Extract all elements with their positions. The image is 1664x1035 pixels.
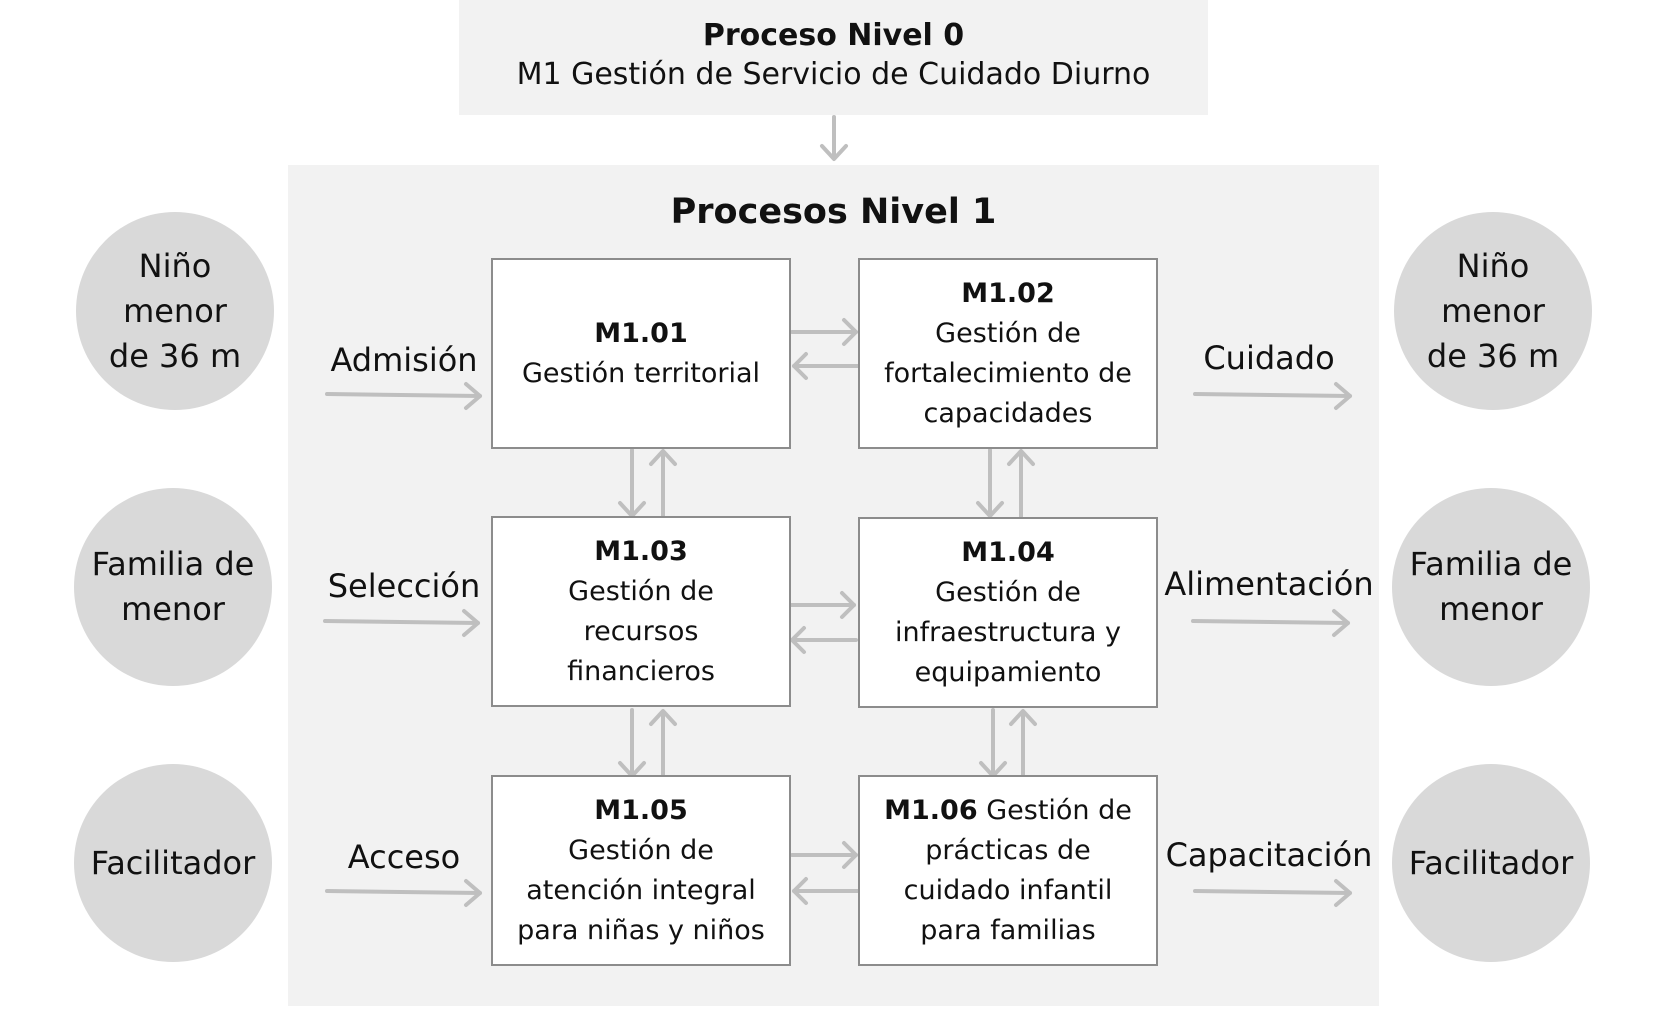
process-code: M1.04 (961, 536, 1055, 568)
process-box-m1-06: M1.06 Gestión de prácticas de cuidado in… (858, 775, 1158, 966)
arrow-m102-to-m104 (976, 448, 1004, 518)
input-actor-familia: Familia de menor (74, 488, 272, 686)
arrow-m101-to-m103 (618, 448, 646, 518)
input-flow-acceso: Acceso (347, 838, 461, 876)
level0-process-box: Proceso Nivel 0 M1 Gestión de Servicio d… (459, 0, 1208, 115)
arrow-input-acceso (325, 879, 482, 907)
process-code: M1.01 (594, 317, 688, 349)
input-actor-nino: Niño menor de 36 m (76, 212, 274, 410)
process-box-m1-01: M1.01 Gestión territorial (491, 258, 791, 449)
output-actor-facilitador: Facilitador (1392, 764, 1590, 962)
arrow-m106-to-m104 (1009, 709, 1037, 779)
level0-subtitle: M1 Gestión de Servicio de Cuidado Diurno (516, 57, 1151, 92)
process-name: Gestión de infraestructura y equipamient… (895, 576, 1121, 688)
arrow-m102-to-m101 (792, 352, 860, 380)
process-box-m1-03: M1.03 Gestión de recursos financieros (491, 516, 791, 707)
actor-label: Familia de menor (1409, 545, 1573, 628)
arrow-m103-to-m104 (788, 591, 856, 619)
actor-label: Niño menor de 36 m (1426, 246, 1560, 375)
process-name: Gestión territorial (521, 357, 761, 389)
actor-label: Familia de menor (91, 545, 255, 628)
arrow-m103-to-m101 (649, 449, 677, 519)
input-flow-admision: Admisión (330, 341, 478, 379)
arrow-m104-to-m106 (979, 708, 1007, 778)
level0-title: Proceso Nivel 0 (702, 18, 965, 53)
arrow-m104-to-m103 (790, 626, 858, 654)
process-box-m1-04: M1.04 Gestión de infraestructura y equip… (858, 517, 1158, 708)
arrow-m106-to-m105 (792, 877, 860, 905)
process-text: M1.06 Gestión de prácticas de cuidado in… (873, 791, 1143, 951)
arrow-output-capacitacion (1193, 879, 1352, 907)
process-name: Gestión de recursos financieros (567, 575, 715, 687)
level1-panel (288, 165, 1379, 1006)
arrow-output-cuidado (1193, 382, 1352, 410)
process-code: M1.02 (961, 277, 1055, 309)
actor-label: Facilitador (1408, 843, 1574, 882)
arrow-m105-to-m103 (649, 709, 677, 779)
process-code: M1.05 (594, 794, 688, 826)
arrow-m103-to-m105 (618, 708, 646, 778)
arrow-m104-to-m102 (1007, 449, 1035, 519)
arrow-level0-to-level1 (820, 115, 848, 161)
input-flow-seleccion: Selección (327, 567, 481, 605)
output-flow-capacitacion: Capacitación (1165, 836, 1373, 874)
actor-label: Facilitador (90, 843, 256, 882)
arrow-input-seleccion (323, 609, 480, 637)
arrow-input-admision (325, 382, 482, 410)
process-box-m1-05: M1.05 Gestión de atención integral para … (491, 775, 791, 966)
process-box-m1-02: M1.02 Gestión de fortalecimiento de capa… (858, 258, 1158, 449)
output-actor-familia: Familia de menor (1392, 488, 1590, 686)
arrow-m101-to-m102 (790, 318, 858, 346)
output-flow-cuidado: Cuidado (1203, 339, 1335, 377)
output-flow-alimentacion: Alimentación (1164, 565, 1374, 603)
actor-label: Niño menor de 36 m (108, 246, 242, 375)
input-actor-facilitador: Facilitador (74, 764, 272, 962)
process-name: Gestión de atención integral para niñas … (517, 834, 765, 946)
process-name: Gestión de prácticas de cuidado infantil… (903, 794, 1132, 946)
process-name: Gestión de fortalecimiento de capacidade… (884, 317, 1132, 429)
level1-title: Procesos Nivel 1 (670, 192, 997, 232)
arrow-output-alimentacion (1191, 609, 1350, 637)
process-code: M1.06 (884, 794, 978, 826)
process-code: M1.03 (594, 535, 688, 567)
arrow-m105-to-m106 (790, 841, 858, 869)
output-actor-nino: Niño menor de 36 m (1394, 212, 1592, 410)
